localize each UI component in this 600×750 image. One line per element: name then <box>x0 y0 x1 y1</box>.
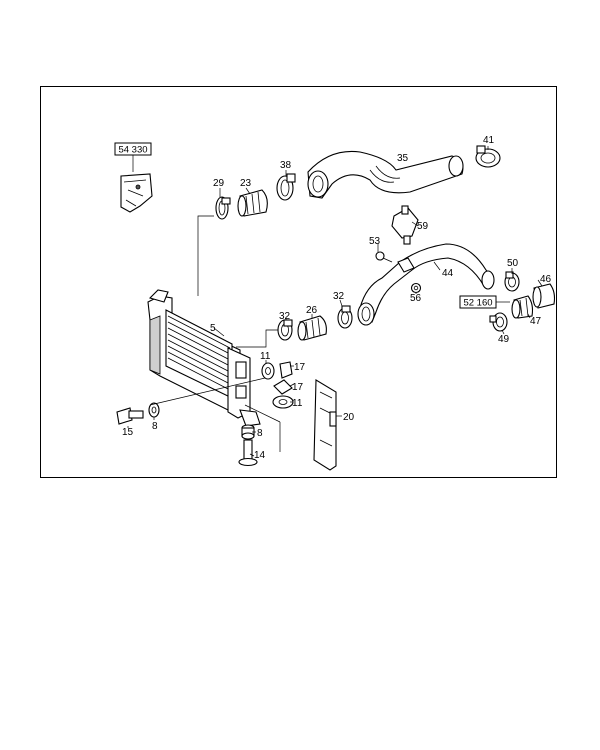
label-17-top: 17 <box>294 362 306 373</box>
bracket-20 <box>313 379 337 471</box>
hose-clamp-41 <box>475 145 501 168</box>
label-17-bottom: 17 <box>292 382 304 393</box>
label-32-left: 32 <box>279 311 291 322</box>
label-11-bottom: 11 <box>292 398 303 409</box>
label-29: 29 <box>213 178 225 189</box>
reference-54330[interactable]: 54 330 <box>114 142 152 172</box>
reference-52160[interactable]: 52 160 <box>459 295 510 309</box>
label-46: 46 <box>540 274 552 285</box>
label-56: 56 <box>410 293 422 304</box>
charge-air-cooler[interactable] <box>147 289 261 427</box>
label-53: 53 <box>369 236 381 247</box>
clip-17-bottom <box>273 379 293 395</box>
grommet-8 <box>241 424 255 440</box>
label-8-left: 8 <box>152 421 158 432</box>
label-44: 44 <box>442 268 454 279</box>
label-20: 20 <box>343 412 355 423</box>
rubber-mount-14 <box>238 439 258 467</box>
screw-53 <box>375 251 393 263</box>
label-41: 41 <box>483 135 495 146</box>
hose-47 <box>511 295 534 319</box>
nut-56 <box>410 282 422 294</box>
label-32-right: 32 <box>333 291 345 302</box>
label-15: 15 <box>122 427 134 438</box>
label-35: 35 <box>397 153 409 164</box>
label-50: 50 <box>507 258 519 269</box>
label-14: 14 <box>254 450 266 461</box>
label-59: 59 <box>417 221 429 232</box>
hose-clamp-38 <box>276 173 296 201</box>
hose-23 <box>237 189 268 217</box>
label-8-mount: 8 <box>257 428 263 439</box>
charge-air-pipe-35 <box>307 150 464 199</box>
hose-clamp-49 <box>489 312 508 332</box>
sensor-59 <box>391 205 419 245</box>
label-23: 23 <box>240 178 252 189</box>
label-49: 49 <box>498 334 510 345</box>
clip-17-top <box>279 361 293 379</box>
hose-clamp-29 <box>215 196 231 220</box>
label-47: 47 <box>530 316 542 327</box>
bolt-15 <box>116 407 144 425</box>
label-5: 5 <box>210 323 216 334</box>
label-11-top: 11 <box>260 351 271 362</box>
washer-11-top <box>261 362 275 380</box>
hose-clamp-50 <box>504 271 520 292</box>
hose-clamp-32-left <box>277 319 293 341</box>
ref-54330-label: 54 330 <box>118 145 147 156</box>
label-26: 26 <box>306 305 318 316</box>
ref-52160-label: 52 160 <box>463 298 492 309</box>
hose-clamp-32-right <box>337 305 353 329</box>
label-38: 38 <box>280 160 292 171</box>
hose-46 <box>532 283 556 309</box>
diagram-frame <box>40 86 557 478</box>
bracket-part <box>120 173 153 213</box>
hose-26 <box>297 315 327 341</box>
charge-air-pipe-44 <box>357 243 495 326</box>
